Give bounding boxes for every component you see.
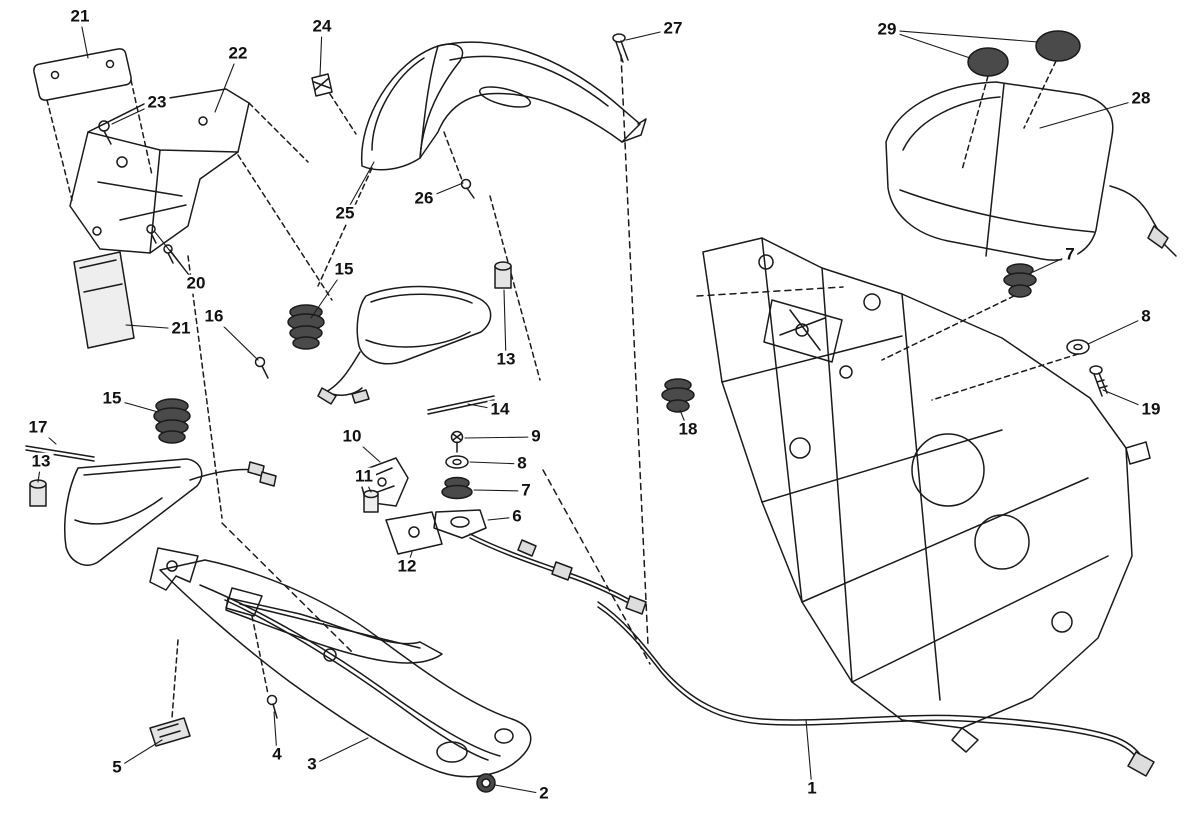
washer-8 [1066,339,1090,355]
part-callout-23: 23 [144,93,170,113]
part-callout-3: 3 [304,755,320,775]
screw-4 [266,694,278,719]
signal-body-left [64,458,203,566]
screw-27 [612,33,649,646]
wiring-harness-1 [597,601,1155,777]
part-callout-26: 26 [411,189,437,209]
rubber-cap-29b [1035,30,1081,62]
screw-26 [460,178,475,199]
rubber-boot-15-right [287,304,325,350]
grommet-7-center [441,476,473,500]
rubber-cap-29a [967,47,1009,77]
grommet-7 [1003,263,1037,298]
bracket-6 [433,509,487,539]
signal-body-right [356,285,492,365]
plate-21 [33,48,132,101]
plate-holder-arm-group [149,547,532,793]
front-mount-detail [763,299,853,379]
part-callout-17: 17 [25,418,51,438]
part-callout-11: 11 [352,467,376,487]
screw-9 [450,430,464,453]
part-callout-13: 13 [493,350,519,370]
center-mount-parts [221,430,651,665]
part-callout-15: 15 [331,260,357,280]
part-callout-29: 29 [874,20,900,40]
strip-14 [427,395,495,415]
turn-signal-left [25,398,277,566]
part-callout-24: 24 [309,17,335,37]
bracket-22 [69,88,250,254]
part-callout-25: 25 [332,204,358,224]
bolt-16 [254,356,269,379]
clip-24 [311,73,333,97]
subframe-outline [702,237,1133,729]
part-callout-9: 9 [528,427,544,447]
tail-light-assembly [881,30,1177,401]
part-callout-6: 6 [509,507,525,527]
signal-wire-right [325,351,363,396]
part-callout-1: 1 [804,779,820,799]
part-callout-4: 4 [269,745,285,765]
rear-subframe-group [661,237,1151,753]
part-callout-22: 22 [225,44,251,64]
main-arm-3 [159,559,532,778]
signal-wire-left [189,468,257,481]
screw-19 [1089,365,1108,397]
harness-to-right [469,533,647,615]
turn-signal-right [254,261,512,415]
part-callout-8: 8 [1138,307,1154,327]
part-callout-7: 7 [518,481,534,501]
part-callout-2: 2 [536,784,552,804]
grommet-18 [661,378,695,413]
part-callout-10: 10 [339,427,365,447]
cowl-left-25 [360,43,464,171]
tail-light-housing-28 [885,81,1114,261]
screws-20 [146,224,174,264]
reflector-21 [73,251,135,349]
tail-light-wire [1109,185,1159,231]
part-callout-21: 21 [168,319,194,339]
license-plate-bracket-group [33,48,333,519]
grommet-2 [476,773,496,793]
connector-5 [149,717,191,747]
part-callout-12: 12 [394,557,420,577]
bulb-holder-13-right [494,261,512,289]
part-callout-27: 27 [660,19,686,39]
part-callout-21: 21 [67,7,93,27]
part-callout-19: 19 [1138,400,1164,420]
upper-brace [225,587,443,664]
tail-cowl-group [311,41,647,381]
screw-23 [98,120,112,145]
washer-8-center [445,455,469,469]
plate-12 [385,511,443,555]
bulb-11 [363,489,379,513]
cowl-right [419,41,641,159]
rod-17 [25,445,95,462]
part-callout-20: 20 [183,274,209,294]
part-callout-7: 7 [1062,245,1078,265]
part-callout-13: 13 [28,452,54,472]
part-callout-28: 28 [1128,89,1154,109]
bulb-holder-13-left [29,479,47,507]
part-callout-14: 14 [487,400,513,420]
part-callout-16: 16 [201,307,227,327]
part-callout-5: 5 [109,758,125,778]
part-callout-18: 18 [675,420,701,440]
rubber-boot-15-left [153,398,191,444]
callout-leader-lines [37,16,1152,795]
part-callout-8: 8 [514,454,530,474]
part-callout-15: 15 [99,389,125,409]
